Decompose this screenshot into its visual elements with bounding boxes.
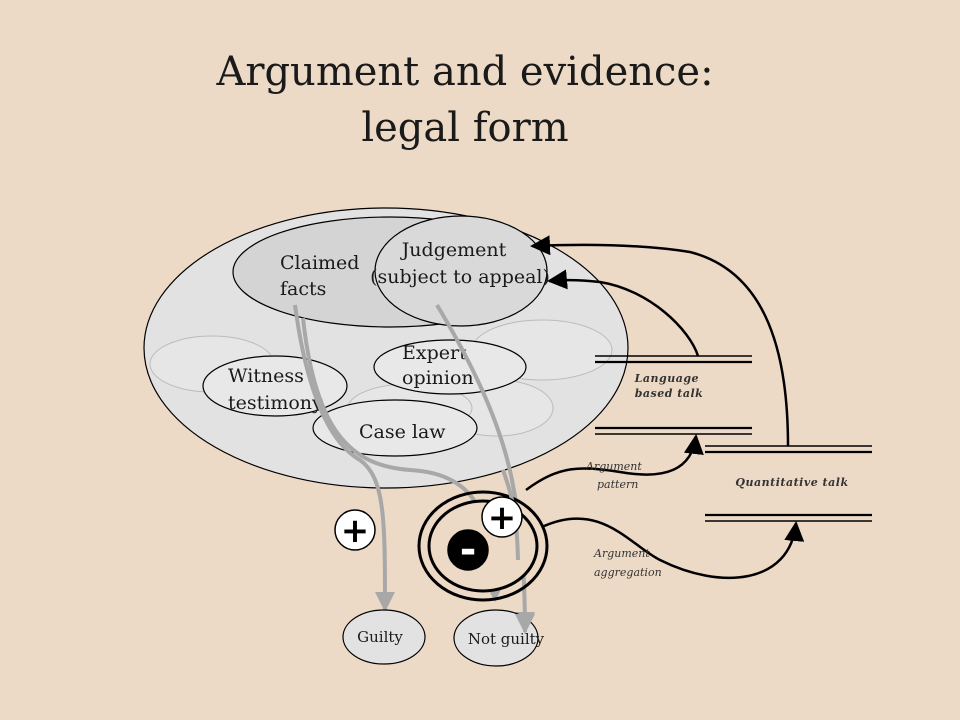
not-guilty-label: Not guilty (468, 630, 545, 648)
title-line-1: Argument and evidence: (216, 49, 714, 95)
quantitative-talk-label: Quantitative talk (735, 476, 848, 489)
guilty-oval (342, 609, 426, 665)
gray-arrow-to-not-guilty-2 (435, 303, 535, 632)
guilty-label: Guilty (357, 628, 403, 646)
quantitative-to-judgement-arrow (530, 235, 790, 447)
case-law-ellipse (312, 399, 478, 457)
minus-circle (447, 529, 489, 571)
case-law-label: Case law (359, 421, 446, 443)
language-to-judgement-arrow (547, 269, 700, 357)
claimed-facts-label: Claimed facts (280, 252, 366, 300)
expert-opinion-ellipse (373, 339, 527, 395)
argument-aggregation-arrow (541, 517, 805, 580)
argument-pattern-label: Argument pattern (585, 460, 645, 491)
minus-sign: - (460, 527, 477, 573)
expert-opinion-label: Expert opinion (402, 342, 474, 389)
language-talk-label: Language based talk (634, 372, 704, 400)
judgement-label: Judgement (subject to appeal) (370, 239, 550, 288)
argument-pattern-arrow (525, 434, 704, 492)
plus-right-sign: + (488, 498, 517, 538)
argument-aggregation-label: Argument aggregation (593, 547, 662, 579)
gray-arrow-to-guilty (293, 304, 395, 612)
witness-testimony-label: Witness testimony (228, 365, 323, 414)
title-line-2: legal form (361, 105, 569, 151)
plus-left-sign: + (341, 511, 370, 551)
plus-right-circle (481, 496, 523, 538)
aggregation-outer-ring (417, 490, 549, 602)
plus-left-circle (334, 509, 376, 551)
judgement-ellipse (374, 215, 548, 327)
